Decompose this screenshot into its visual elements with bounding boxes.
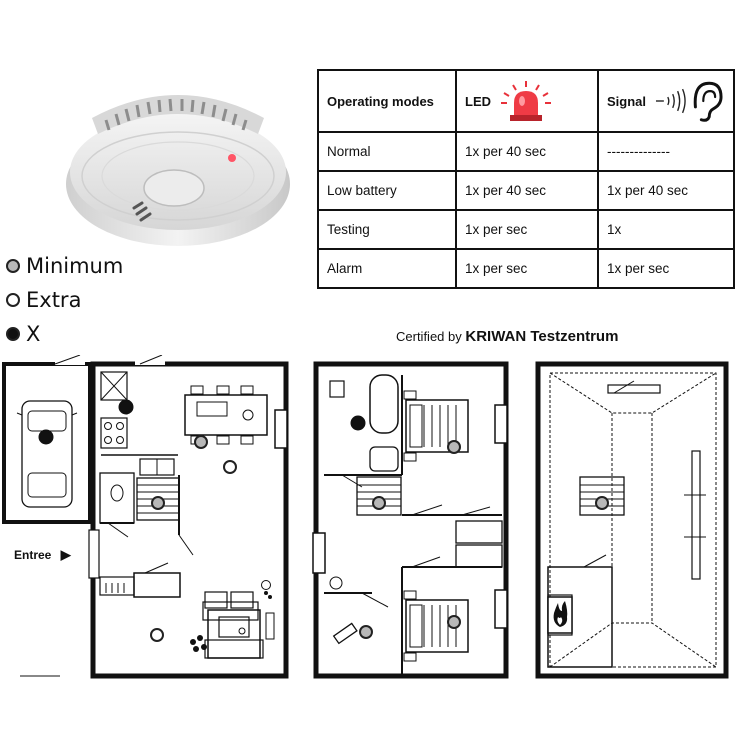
extra-dot-icon (6, 293, 20, 307)
table-cell: -------------- (597, 131, 735, 172)
certified-prefix: Certified by (396, 329, 462, 344)
detector-x-kitchen (118, 399, 134, 415)
entree-arrow-icon: ▶ (60, 547, 71, 562)
header-signal: Signal (597, 69, 735, 133)
table-cell: 1x per 40 sec (455, 131, 599, 172)
entree-label: Entree ▶ (14, 547, 71, 563)
floorplan-ground-floor (2, 355, 289, 679)
legend-extra: Extra (6, 288, 81, 312)
legend-minimum: Minimum (6, 254, 123, 278)
legend-x: X (6, 322, 40, 346)
table-row: Alarm 1x per sec 1x per sec (317, 248, 735, 289)
header-signal-label: Signal (607, 93, 647, 109)
detector-minimum-attic (595, 496, 609, 510)
detector-minimum-stairs (151, 496, 165, 510)
table-row: Normal 1x per 40 sec -------------- (317, 131, 735, 172)
header-operating-modes: Operating modes (317, 69, 457, 133)
x-dot-icon (6, 327, 20, 341)
table-cell: Low battery (317, 170, 457, 211)
table-cell: 1x per 40 sec (597, 170, 735, 211)
detector-minimum-study (359, 625, 373, 639)
table-cell: 1x per sec (455, 248, 599, 289)
floorplan-upper-floor (312, 361, 509, 679)
certified-text: Certified by KRIWAN Testzentrum (396, 328, 618, 345)
certified-name: KRIWAN Testzentrum (465, 328, 619, 345)
table-cell: 1x (597, 209, 735, 250)
table-cell: Normal (317, 131, 457, 172)
table-row: Testing 1x per sec 1x (317, 209, 735, 250)
table-cell: 1x per sec (455, 209, 599, 250)
operating-modes-table: Operating modes LED Signal (317, 69, 735, 289)
table-header-row: Operating modes LED Signal (317, 69, 735, 133)
detector-minimum-bedroom1 (447, 440, 461, 454)
detector-minimum-bedroom2 (447, 615, 461, 629)
detector-minimum-dining (194, 435, 208, 449)
entree-text: Entree (14, 548, 52, 562)
minimum-dot-icon (6, 259, 20, 273)
detector-x-garage (38, 429, 54, 445)
detector-extra-living (150, 628, 164, 642)
detector-extra-hall (223, 460, 237, 474)
header-led-label: LED (465, 93, 491, 109)
fire-icon (547, 596, 573, 634)
legend-minimum-label: Minimum (26, 254, 124, 278)
ear-sound-icon (655, 81, 723, 122)
table-cell: Alarm (317, 248, 457, 289)
floorplan-attic (535, 361, 729, 679)
table-cell: 1x per sec (597, 248, 735, 289)
table-cell: Testing (317, 209, 457, 250)
legend-extra-label: Extra (26, 288, 82, 312)
table-row: Low battery 1x per 40 sec 1x per 40 sec (317, 170, 735, 211)
smoke-detector-image (66, 95, 290, 246)
table-cell: 1x per 40 sec (455, 170, 599, 211)
detector-x-bathroom (350, 415, 366, 431)
header-led: LED (455, 69, 599, 133)
legend-x-label: X (26, 322, 41, 346)
detector-minimum-stairs-upper (372, 496, 386, 510)
siren-light-icon (501, 81, 551, 121)
